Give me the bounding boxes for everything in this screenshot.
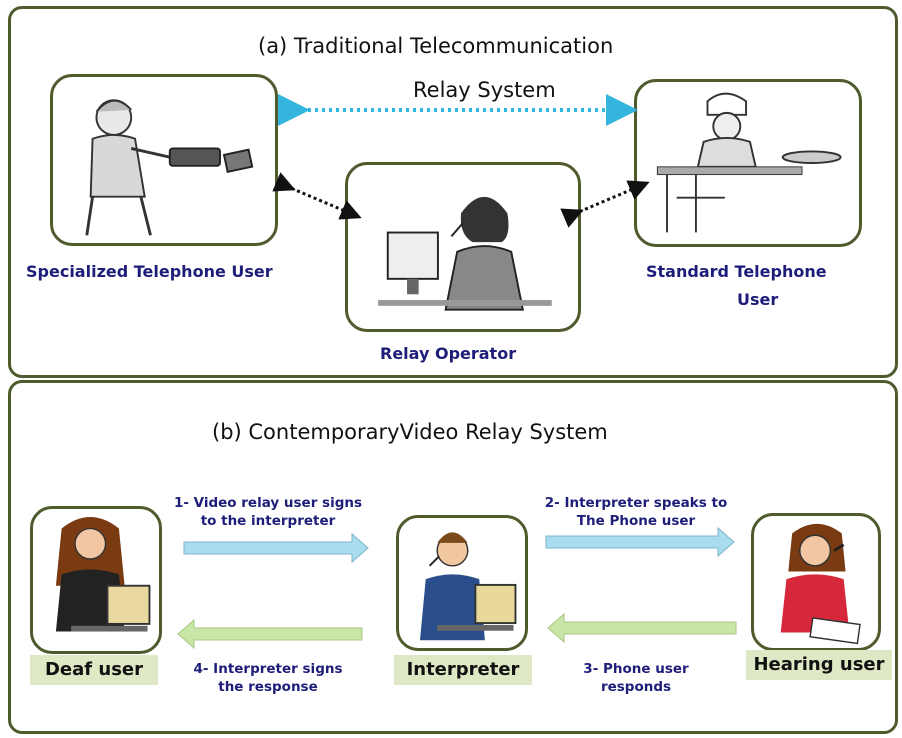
interpreter-headset-icon bbox=[420, 532, 517, 641]
standard-user-label-line2: User bbox=[737, 290, 779, 309]
step4-label: 4- Interpreter signs the response bbox=[180, 660, 356, 696]
step1-line1: 1- Video relay user signs bbox=[173, 495, 363, 511]
chef-telephone-icon bbox=[656, 92, 842, 233]
step3-line2: responds bbox=[600, 679, 672, 695]
specialized-user-label: Specialized Telephone User bbox=[26, 262, 273, 281]
panel-a-title: (a) Traditional Telecommunication bbox=[258, 34, 614, 58]
standard-user-label: Standard Telephone bbox=[646, 262, 827, 281]
step4-line2: the response bbox=[218, 679, 318, 695]
phone-user-icon bbox=[780, 523, 861, 645]
step3-label: 3- Phone user responds bbox=[556, 660, 716, 696]
hearing-user-label: Hearing user bbox=[746, 650, 892, 680]
relay-operator-illustration bbox=[345, 162, 581, 332]
step2-line2: The Phone user bbox=[576, 513, 696, 529]
panel-b-title: (b) ContemporaryVideo Relay System bbox=[212, 420, 608, 444]
step2-label: 2- Interpreter speaks to The Phone user bbox=[538, 494, 734, 530]
operator-headset-icon bbox=[378, 196, 552, 311]
step1-label: 1- Video relay user signs to the interpr… bbox=[170, 494, 366, 530]
step1-line2: to the interpreter bbox=[200, 513, 336, 529]
step3-line1: 3- Phone user bbox=[583, 661, 689, 677]
tty-user-icon bbox=[85, 99, 254, 236]
signing-user-icon bbox=[55, 517, 151, 632]
standard-user-illustration bbox=[634, 79, 862, 247]
interpreter-illustration bbox=[396, 515, 528, 651]
step2-line1: 2- Interpreter speaks to bbox=[544, 495, 728, 511]
relay-system-label: Relay System bbox=[413, 78, 556, 102]
hearing-user-illustration bbox=[751, 513, 881, 651]
relay-operator-label: Relay Operator bbox=[380, 344, 517, 363]
deaf-user-illustration bbox=[30, 506, 162, 654]
step4-line1: 4- Interpreter signs bbox=[193, 661, 343, 677]
interpreter-label: Interpreter bbox=[394, 655, 532, 685]
deaf-user-label: Deaf user bbox=[30, 655, 158, 685]
specialized-user-illustration bbox=[50, 74, 278, 246]
